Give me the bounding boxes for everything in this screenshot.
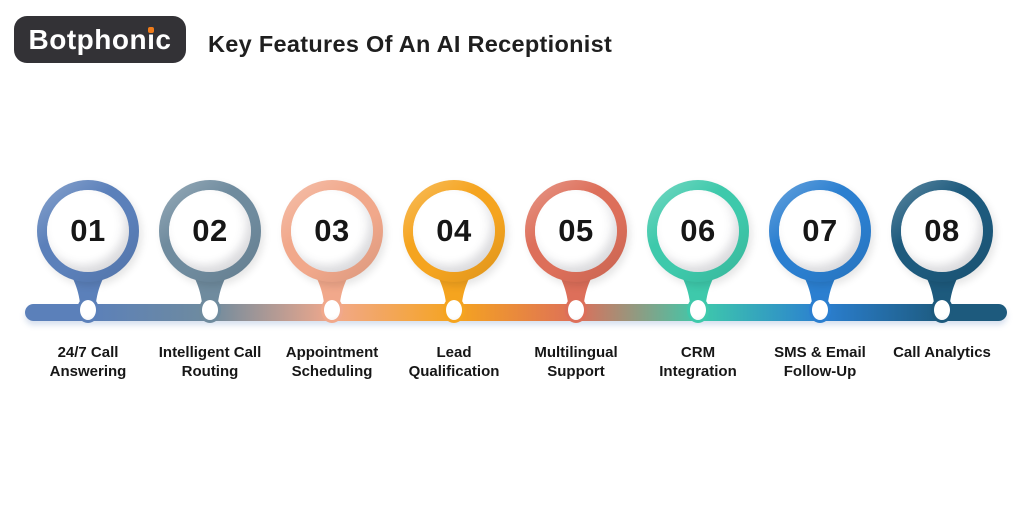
timeline-dot (77, 297, 99, 323)
feature-pin: 06 CRM Integration (637, 180, 759, 381)
feature-label-line: Routing (181, 363, 239, 380)
feature-label-line: Lead (436, 344, 472, 361)
timeline-dot (443, 297, 465, 323)
feature-label-line: Call Analytics (893, 344, 991, 361)
feature-label-line: SMS & Email (774, 344, 866, 361)
feature-label: Call Analytics (893, 343, 991, 362)
feature-label-line: Intelligent Call (158, 344, 262, 361)
feature-circle-inner: 08 (901, 190, 983, 272)
feature-circle-inner: 01 (47, 190, 129, 272)
feature-circle-inner: 04 (413, 190, 495, 272)
feature-circle: 04 (403, 180, 505, 282)
feature-circle-inner: 03 (291, 190, 373, 272)
feature-circle-inner: 05 (535, 190, 617, 272)
timeline-bar (25, 304, 1007, 321)
feature-label: CRM Integration (659, 343, 737, 381)
feature-label-line: 24/7 Call (57, 344, 119, 361)
feature-label-line: Qualification (408, 363, 500, 380)
feature-label-line: Follow-Up (783, 363, 857, 380)
feature-circle: 07 (769, 180, 871, 282)
timeline-dot (931, 297, 953, 323)
feature-circle: 01 (37, 180, 139, 282)
feature-number: 05 (558, 213, 594, 248)
logo-i-dot-icon (148, 26, 155, 33)
feature-label-line: Integration (659, 363, 737, 380)
feature-label-line: Scheduling (291, 363, 373, 380)
feature-label-line: Support (547, 363, 605, 380)
timeline-dot (687, 297, 709, 323)
feature-pin: 08 Call Analytics (881, 180, 1003, 381)
timeline-dot (199, 297, 221, 323)
page-title: Key Features Of An AI Receptionist (208, 31, 613, 57)
feature-label-line: Appointment (285, 344, 379, 361)
timeline-dot (809, 297, 831, 323)
feature-number: 06 (680, 213, 716, 248)
feature-circle: 03 (281, 180, 383, 282)
timeline-dot (321, 297, 343, 323)
feature-circle: 05 (525, 180, 627, 282)
feature-number: 01 (70, 213, 106, 248)
feature-circle: 02 (159, 180, 261, 282)
feature-circle-inner: 07 (779, 190, 861, 272)
feature-number: 02 (192, 213, 228, 248)
feature-circle: 06 (647, 180, 749, 282)
feature-circle-inner: 06 (657, 190, 739, 272)
feature-number: 04 (436, 213, 472, 248)
logo-letter-i: ı (147, 23, 156, 55)
feature-circle-inner: 02 (169, 190, 251, 272)
logo-text-part2: c (155, 23, 172, 55)
feature-circle: 08 (891, 180, 993, 282)
logo-text-part1: Botphon (28, 23, 148, 55)
timeline-dot (565, 297, 587, 323)
feature-label-line: Multilingual (534, 344, 618, 361)
feature-number: 07 (802, 213, 838, 248)
feature-label-line: CRM (680, 344, 716, 361)
feature-number: 03 (314, 213, 350, 248)
feature-label-line: Answering (49, 363, 127, 380)
logo-i-glyph: ı (147, 23, 156, 55)
feature-number: 08 (924, 213, 960, 248)
